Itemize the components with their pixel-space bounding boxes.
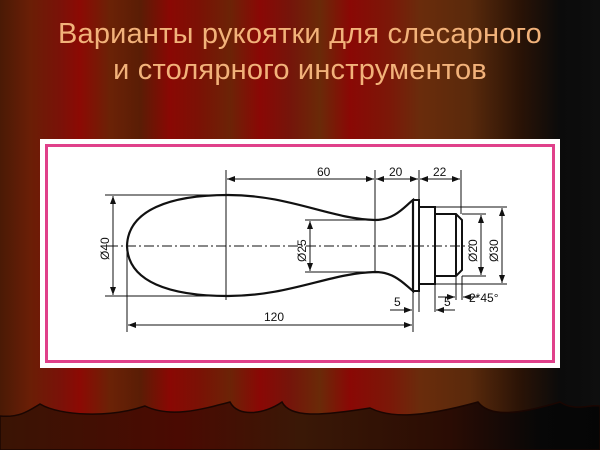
pink-frame <box>45 144 555 363</box>
dim-5-left: 5 <box>394 295 401 309</box>
dim-60: 60 <box>317 165 331 179</box>
dim-22: 22 <box>433 165 447 179</box>
title-line-1: Варианты рукоятки для слесарного <box>57 18 543 50</box>
title-line-2: и столярного инструментов <box>113 54 487 86</box>
slide-title: Варианты рукоятки для слесарного и столя… <box>0 16 600 88</box>
curtain-valance <box>0 400 600 450</box>
handle-outline <box>125 193 415 298</box>
dim-5-right: 5 <box>444 295 451 309</box>
dim-d40: Ø40 <box>98 237 112 260</box>
dim-d30: Ø30 <box>487 239 501 262</box>
dim-120: 120 <box>264 310 284 324</box>
pin <box>434 213 463 277</box>
dim-20: 20 <box>389 165 403 179</box>
dim-d25: Ø25 <box>295 239 309 262</box>
dim-chamfer: 2*45° <box>469 291 499 305</box>
dim-d20: Ø20 <box>466 239 480 262</box>
